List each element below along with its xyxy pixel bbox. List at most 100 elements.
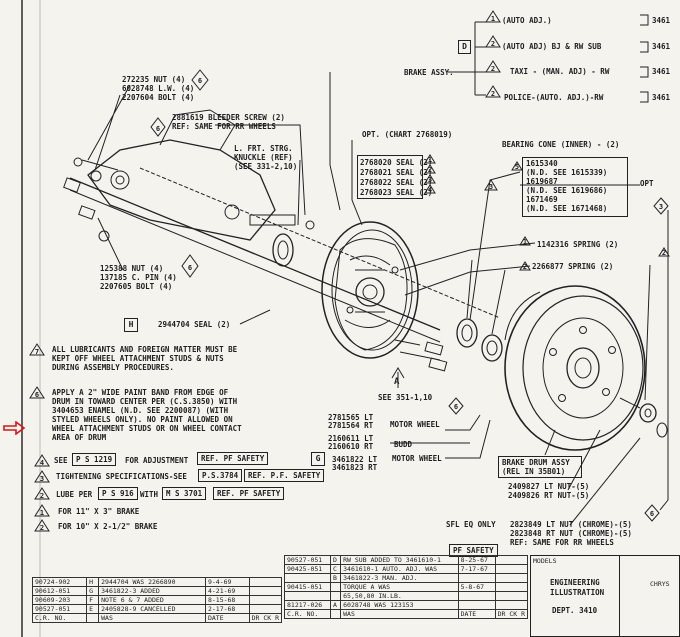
bearing-item-2: (N.D. SEE 1615339): [526, 168, 608, 177]
see-351: SEE 351-1,10: [378, 393, 433, 402]
table-row: B 3461822-3 MAN. ADJ.: [284, 573, 529, 583]
note-11-brake: FOR 11" X 3" BRAKE: [58, 507, 140, 516]
tree-row-3-label: TAXI - (MAN. ADJ) - RW: [510, 67, 610, 76]
mw-line-4: 2160610 RT: [328, 442, 374, 451]
note6-line-3: 3404653 ENAMEL (N.D. SEE 2200087) (WITH: [52, 406, 229, 415]
note6-line-5: WHEEL ATTACHMENT STUDS OR ON WHEEL CONTA…: [52, 424, 242, 433]
table-row: 90609-203 F NOTE 6 & 7 ADDED 8-15-68: [31, 595, 283, 605]
seal-3: 2768022 SEAL (2): [360, 178, 433, 187]
red-arrow-marker: [3, 421, 26, 435]
mw-label-2: MOTOR WHEEL: [392, 454, 442, 463]
bearing-item-6: (N.D. SEE 1671468): [526, 204, 608, 213]
c-pin-line-1: 125388 NUT (4): [100, 264, 164, 273]
spring-1142316: 1142316 SPRING (2): [537, 240, 619, 249]
lube-ref: REF. PF SAFETY: [213, 487, 285, 500]
table-row: 90527-051 E 2405828-9 CANCELLED 2-17-68: [31, 604, 283, 614]
bleeder-line-2: REF: SAME FOR RR WHEELS: [172, 122, 276, 131]
adj-pre: SEE: [54, 456, 68, 465]
adj-ref: REF. PF SAFETY: [197, 452, 269, 465]
sfl-line-3: REF: SAME FOR RR WHEELS: [510, 538, 614, 547]
svg-text:2: 2: [662, 249, 666, 257]
svg-text:4: 4: [428, 186, 432, 194]
lube-ps: P S 916: [98, 487, 138, 500]
note6-line-2: DRUM IN TOWARD CENTER PER (C.S.3850) WIT…: [52, 397, 238, 406]
bearing-item-4: (N.D. SEE 1619686): [526, 186, 608, 195]
svg-text:3: 3: [489, 183, 493, 191]
tree-row-1-label: (AUTO ADJ.): [502, 16, 552, 25]
svg-text:3: 3: [659, 203, 663, 211]
svg-text:2: 2: [491, 90, 495, 98]
note7-line-1: ALL LUBRICANTS AND FOREIGN MATTER MUST B…: [52, 345, 238, 354]
rt-nut-2: 2409826 RT NUT-(5): [508, 491, 590, 500]
dept-label: DEPT. 3410: [552, 606, 598, 615]
svg-text:1: 1: [523, 238, 527, 246]
svg-text:2: 2: [523, 263, 527, 271]
sfl-line-2: 2823848 RT NUT (CHROME)-(5): [510, 529, 632, 538]
bleeder-line-1: 2881619 BLEEDER SCREW (2): [172, 113, 285, 122]
revision-table-right: 90527-051 D RW SUB ADDED TO 3461610-1 8-…: [284, 555, 529, 619]
mw-line-6: 3461823 RT: [332, 463, 378, 472]
mw-line-1: 2781565 LT: [328, 413, 374, 422]
bearing-title: BEARING CONE (INNER) - (2): [502, 140, 620, 149]
tree-letter-d: D: [458, 40, 471, 54]
mw-line-2: 2781564 RT: [328, 421, 374, 430]
nut-group-line-3: 2207604 BOLT (4): [122, 93, 195, 102]
c-pin-line-2: 137185 C. PIN (4): [100, 273, 177, 282]
table-row: 65,50,80 IN.LB.: [284, 591, 529, 601]
tree-row-3-ref: 3461: [652, 67, 671, 76]
torque-ps: P.S.3784: [198, 469, 243, 482]
svg-text:7: 7: [35, 348, 39, 356]
brake-assy-label: BRAKE ASSY.: [404, 68, 454, 77]
bearing-item-1: 1615340: [526, 159, 558, 168]
svg-text:3: 3: [428, 176, 432, 184]
svg-text:2: 2: [491, 65, 495, 73]
svg-text:1: 1: [40, 509, 44, 517]
bearing-item-5: 1671469: [526, 195, 558, 204]
svg-text:1: 1: [428, 156, 432, 164]
svg-text:6: 6: [198, 77, 202, 85]
mw-budd: BUDD: [394, 440, 413, 449]
tree-row-2-label: (AUTO ADJ) BJ & RW SUB: [502, 42, 602, 51]
note-10-brake: FOR 10" X 2-1/2" BRAKE: [58, 522, 158, 531]
seal-2: 2768021 SEAL (2): [360, 168, 433, 177]
table-row: 90415-051 TORQUE A WAS 5-8-67: [284, 582, 529, 592]
knuckle-line-3: (SEE 331-2,10): [234, 162, 298, 171]
torque-ref: REF. P.F. SAFETY: [244, 469, 325, 482]
table-header: C.R. NO. WAS DATE DR CK R: [284, 609, 529, 619]
adj-post: FOR ADJUSTMENT: [125, 456, 189, 465]
note7-line-2: KEPT OFF WHEEL ATTACHMENT STUDS & NUTS: [52, 354, 224, 363]
nut-group-line-1: 272235 NUT (4): [122, 75, 186, 84]
opt-chart-label: OPT. (CHART 2768019): [362, 130, 453, 139]
drum-line-1: BRAKE DRUM ASSY: [502, 458, 570, 467]
lube-pre: LUBE PER: [56, 490, 93, 499]
adj-ps: P S 1219: [72, 453, 117, 466]
drum-box: [498, 456, 582, 478]
note6-line-4: STYLED WHEELS ONLY). NO PAINT ALLOWED ON: [52, 415, 233, 424]
torque-pre: TIGHTENING SPECIFICATIONS-SEE: [56, 472, 187, 481]
spring-2266877: 2266877 SPRING (2): [532, 262, 614, 271]
mw-line-3: 2160611 LT: [328, 434, 374, 443]
tree-row-1-ref: 3461: [652, 16, 671, 25]
tree-row-4-label: POLICE-(AUTO. ADJ.)-RW: [504, 93, 604, 102]
revision-table-left: 90724-902 H 2944704 WAS 2266890 9-4-69 9…: [31, 577, 283, 623]
models-label: MODELS: [533, 557, 557, 565]
knuckle-line-2: KNUCKLE (REF): [234, 153, 293, 162]
nut-group-line-2: 6028748 L.W. (4): [122, 84, 195, 93]
sfl-label: SFL EQ ONLY: [446, 520, 496, 529]
svg-text:2: 2: [428, 166, 432, 174]
sfl-line-1: 2823849 LT NUT (CHROME)-(5): [510, 520, 632, 529]
lube-ms: M S 3701: [162, 487, 207, 500]
mw-line-5: 3461822 LT: [332, 455, 378, 464]
svg-text:6: 6: [35, 391, 39, 399]
seal-2944704: 2944704 SEAL (2): [158, 320, 231, 329]
tree-row-2-ref: 3461: [652, 42, 671, 51]
svg-text:4: 4: [40, 459, 44, 467]
table-row: 81217-026 A 6028748 WAS 123153: [284, 600, 529, 610]
drum-line-2: (REL IN 35B01): [502, 467, 566, 476]
chrys-label: CHRYS: [650, 580, 670, 588]
eng-line-2: ILLUSTRATION: [550, 588, 605, 597]
seal-1: 2768020 SEAL (2): [360, 158, 433, 167]
svg-text:2: 2: [40, 524, 44, 532]
svg-text:5: 5: [515, 163, 519, 171]
